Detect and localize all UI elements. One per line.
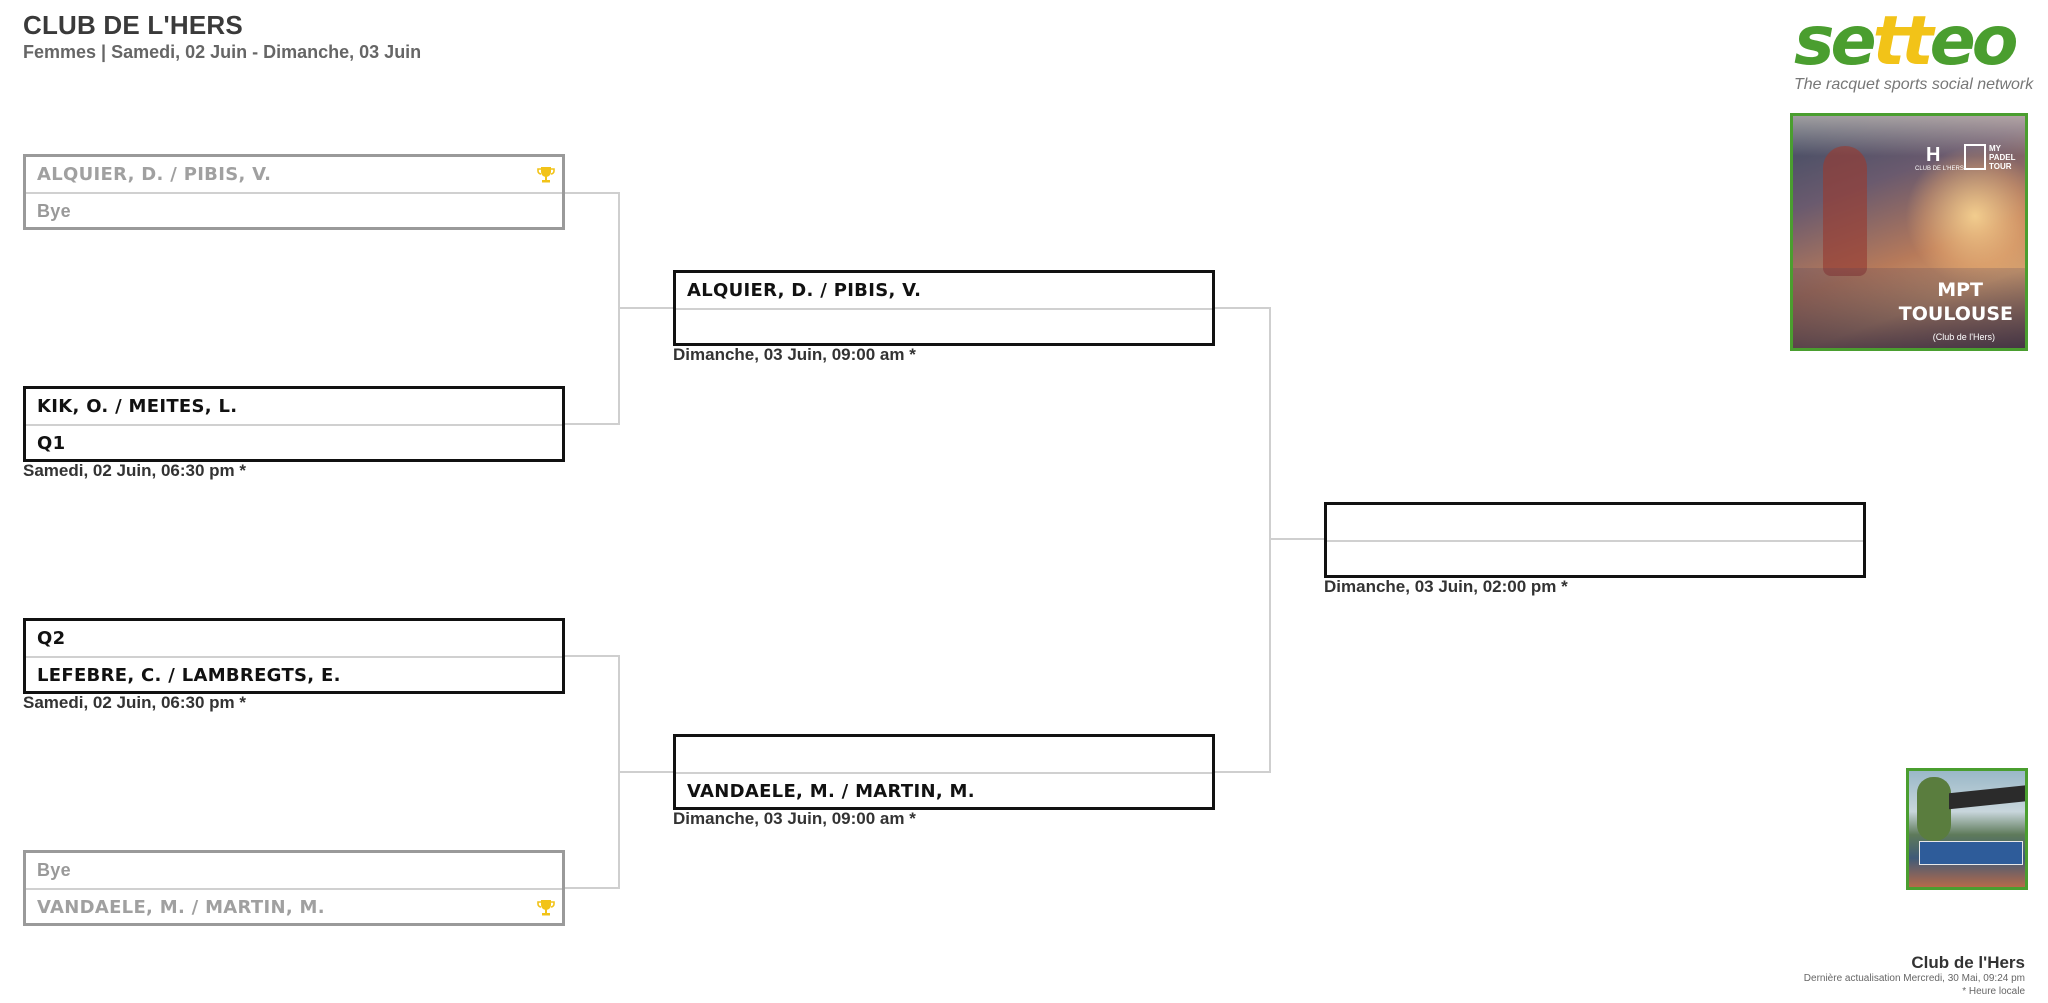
connector-r2-m2-out [1215,771,1271,773]
match-card-r1-3[interactable]: Q2 LEFEBRE, C. / LAMBREGTS, E. [23,618,565,694]
connector-r2-vertical [1269,307,1271,773]
footer-local-time-note: * Heure locale [1962,986,2025,997]
club-logo-letter: H [1926,144,1941,166]
trophy-icon [537,167,555,183]
club-photo-tree [1917,777,1951,841]
connector-r1-m1-out [565,192,620,194]
match-card-r2-2[interactable]: VANDAELE, M. / MARTIN, M. [673,734,1215,810]
match-card-r1-2[interactable]: KIK, O. / MEITES, L. Q1 [23,386,565,462]
match-divider [26,424,562,426]
connector-r1-top-to-r2 [618,307,673,309]
match-team-bottom: VANDAELE, M. / MARTIN, M. [37,897,325,918]
trophy-icon [537,900,555,916]
connector-r1-bottom-to-r2 [618,771,673,773]
connector-r2-to-final [1269,538,1325,540]
match-time-r2-1: Dimanche, 03 Juin, 09:00 am * [673,345,916,364]
promo-title-line2: TOULOUSE [1898,303,2013,325]
connector-r2-m1-out [1215,307,1271,309]
match-card-r2-1[interactable]: ALQUIER, D. / PIBIS, V. [673,270,1215,346]
match-divider [26,656,562,658]
match-divider [676,308,1212,310]
page-subtitle: Femmes | Samedi, 02 Juin - Dimanche, 03 … [23,42,422,62]
match-team-bottom [1327,542,1863,577]
match-time-final: Dimanche, 03 Juin, 02:00 pm * [1324,577,1568,596]
page-title: CLUB DE L'HERS [23,10,243,40]
match-team-bottom: LEFEBRE, C. / LAMBREGTS, E. [37,665,341,686]
club-photo-roof [1949,784,2025,810]
match-divider [26,888,562,890]
connector-r1-m4-out [565,887,620,889]
match-divider [676,772,1212,774]
match-divider [1327,540,1863,542]
match-team-top: KIK, O. / MEITES, L. [37,396,238,417]
club-photo-court [1919,841,2023,865]
club-photo[interactable] [1906,768,2028,890]
logo-tagline: The racquet sports social network [1794,76,2034,93]
match-team-top [1327,505,1863,540]
match-team-top: Bye [37,860,71,880]
match-time-r2-2: Dimanche, 03 Juin, 09:00 am * [673,809,916,828]
promo-floor [1793,268,2025,348]
tournament-promo-image[interactable]: H CLUB DE L'HERS MY PADEL TOUR MPT TOULO… [1790,113,2028,351]
match-team-top: ALQUIER, D. / PIBIS, V. [687,280,922,301]
club-logo-subtext: CLUB DE L'HERS [1915,166,1964,172]
match-team-top: Q2 [37,628,66,649]
match-team-top: ALQUIER, D. / PIBIS, V. [37,164,272,185]
match-card-final[interactable] [1324,502,1866,578]
setteo-logo[interactable]: setteo [1794,2,2018,81]
padel-tour-logo-icon [1964,144,1986,170]
match-team-bottom: Bye [37,201,71,221]
match-card-r1-1[interactable]: ALQUIER, D. / PIBIS, V. Bye [23,154,565,230]
footer-club-name: Club de l'Hers [1911,953,2025,972]
promo-player [1823,146,1867,276]
connector-r1-m2-out [565,423,620,425]
match-team-bottom: VANDAELE, M. / MARTIN, M. [687,781,975,802]
connector-r1-m3-out [565,655,620,657]
match-team-bottom [676,310,1212,345]
match-time-r1-2: Samedi, 02 Juin, 06:30 pm * [23,461,246,480]
padel-tour-logo-text: MY PADEL TOUR [1989,144,2016,171]
match-time-r1-3: Samedi, 02 Juin, 06:30 pm * [23,693,246,712]
match-team-bottom: Q1 [37,433,66,454]
match-team-top [676,737,1212,772]
promo-caption: (Club de l'Hers) [1932,332,1995,342]
footer-last-updated: Dernière actualisation Mercredi, 30 Mai,… [1803,973,2025,984]
promo-title-line1: MPT [1937,279,1983,301]
match-card-r1-4[interactable]: Bye VANDAELE, M. / MARTIN, M. [23,850,565,926]
match-divider [26,192,562,194]
